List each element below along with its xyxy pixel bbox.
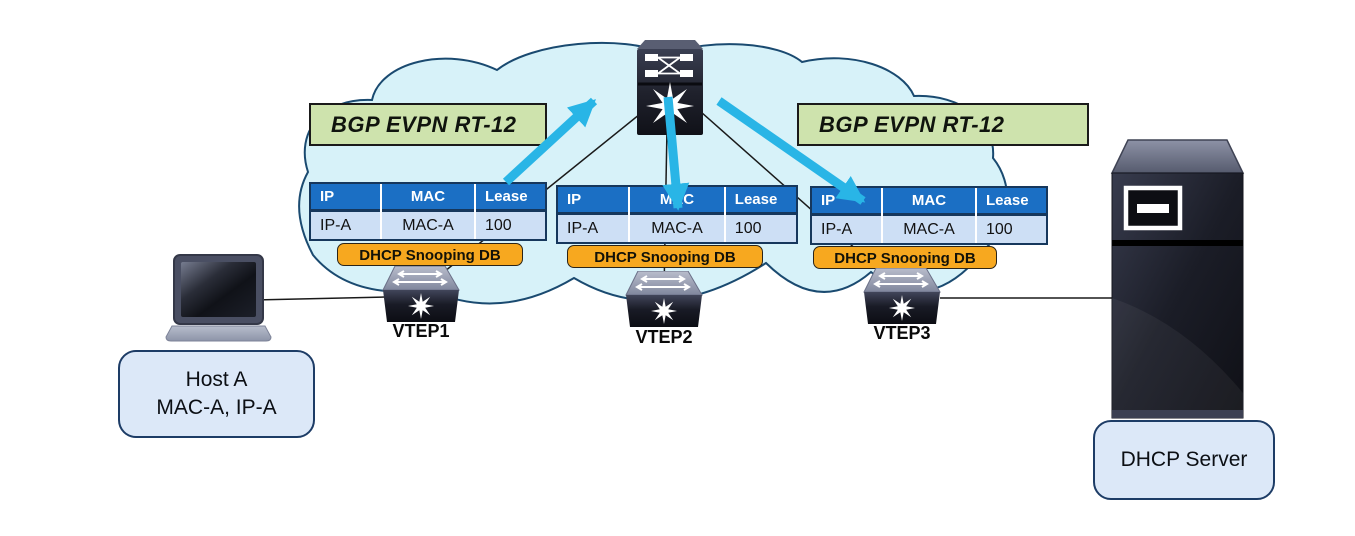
dhcp-snooping-db-tag-2: DHCP Snooping DB — [567, 245, 763, 268]
multilayer-switch-glyph — [646, 82, 694, 130]
header-mac: MAC — [382, 184, 474, 212]
dhcp-server-label: DHCP Server — [1120, 447, 1248, 471]
vtep3-label: VTEP3 — [873, 323, 931, 343]
dhcp-server-icon — [1110, 139, 1245, 419]
vtep2-label: VTEP2 — [635, 327, 693, 347]
host-addresses: MAC-A, IP-A — [156, 396, 277, 419]
cell-lease: 100 — [977, 216, 1046, 243]
header-lease: Lease — [725, 187, 796, 215]
dhcp-snooping-db-tag-1: DHCP Snooping DB — [337, 243, 523, 266]
vtep1-label: VTEP1 — [392, 321, 450, 341]
link-host-vtep1 — [252, 296, 387, 301]
spine-switch-icon — [637, 40, 703, 135]
cell-lease: 100 — [725, 215, 796, 242]
header-ip: IP — [311, 184, 380, 212]
bgp-evpn-label-right: BGP EVPN RT-12 — [797, 103, 1089, 146]
dhcp-server-box: DHCP Server — [1093, 420, 1275, 500]
header-mac: MAC — [630, 187, 724, 215]
dhcp-snooping-db-tag-3: DHCP Snooping DB — [813, 246, 997, 269]
cell-ip: IP-A — [558, 215, 629, 242]
header-ip: IP — [558, 187, 629, 215]
cell-mac: MAC-A — [883, 216, 975, 243]
snooping-table-vtep3: IP MAC Lease IP-A MAC-A 100 — [810, 186, 1048, 245]
cell-mac: MAC-A — [382, 212, 474, 239]
header-mac: MAC — [883, 188, 975, 216]
cell-ip: IP-A — [311, 212, 380, 239]
vtep1-switch-icon — [382, 266, 460, 322]
header-ip: IP — [812, 188, 881, 216]
host-a-box: Host A MAC-A, IP-A — [118, 350, 315, 438]
host-name: Host A — [185, 367, 248, 391]
cell-lease: 100 — [476, 212, 545, 239]
cell-ip: IP-A — [812, 216, 881, 243]
cell-mac: MAC-A — [630, 215, 724, 242]
snooping-table-vtep2: IP MAC Lease IP-A MAC-A 100 — [556, 185, 798, 244]
header-lease: Lease — [977, 188, 1046, 216]
header-lease: Lease — [476, 184, 545, 212]
laptop-icon — [165, 254, 272, 342]
bgp-evpn-label-left: BGP EVPN RT-12 — [309, 103, 547, 146]
snooping-table-vtep1: IP MAC Lease IP-A MAC-A 100 — [309, 182, 547, 241]
vtep3-switch-icon — [863, 268, 941, 324]
vtep2-switch-icon — [625, 271, 703, 327]
